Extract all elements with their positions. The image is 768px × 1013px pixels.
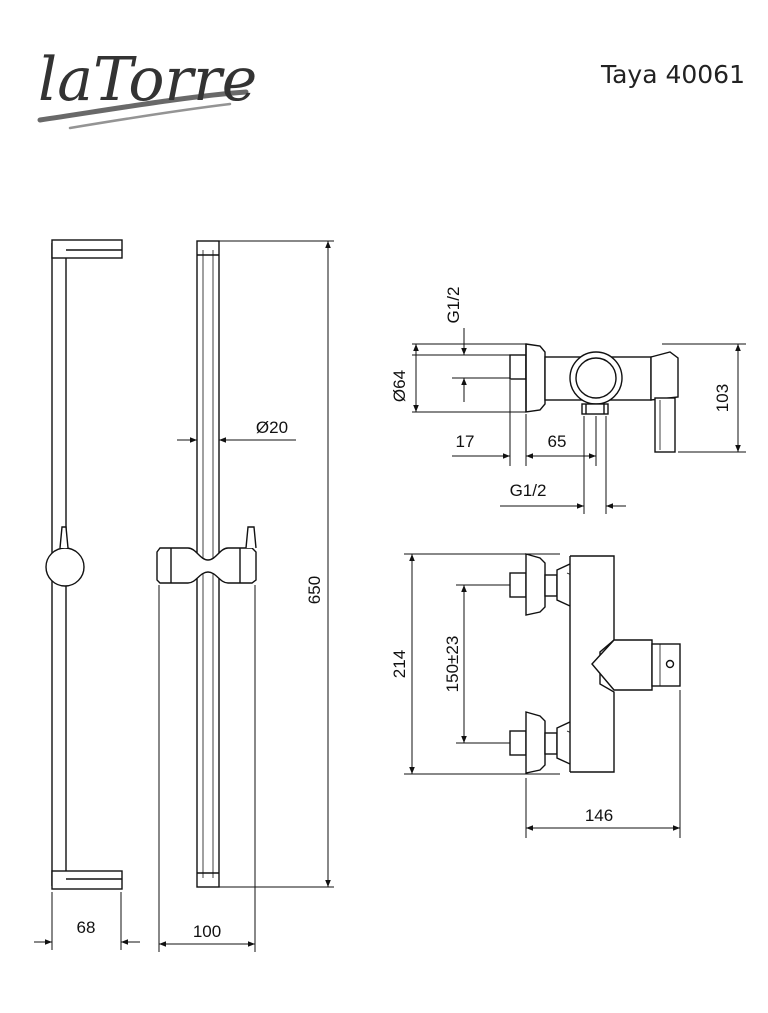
dim-outlet-offset: 65 (548, 432, 567, 451)
dim-body-height: 103 (713, 384, 732, 412)
model-title: Taya 40061 (600, 60, 745, 89)
dim-slider-width: 100 (193, 922, 221, 941)
dim-rail-height: 650 (305, 576, 324, 604)
brand-logo: laTorre (37, 45, 257, 130)
mixer-front-view (404, 553, 681, 838)
dim-flange-offset: 17 (456, 432, 475, 451)
mixer-side-view (412, 328, 746, 514)
dim-total-height: 214 (390, 650, 409, 678)
dim-rail-diameter: Ø20 (256, 418, 288, 437)
dim-center-distance: 150±23 (443, 636, 462, 693)
dim-outlet-thread: G1/2 (510, 481, 547, 500)
dim-bar-depth: 68 (77, 918, 96, 937)
rail-side-view (34, 239, 140, 950)
dim-flange-diameter: Ø64 (390, 370, 409, 402)
dim-inlet-thread: G1/2 (444, 287, 463, 324)
logo-wordmark: laTorre (38, 45, 257, 115)
rail-front-view (156, 240, 334, 952)
dim-total-width: 146 (585, 806, 613, 825)
